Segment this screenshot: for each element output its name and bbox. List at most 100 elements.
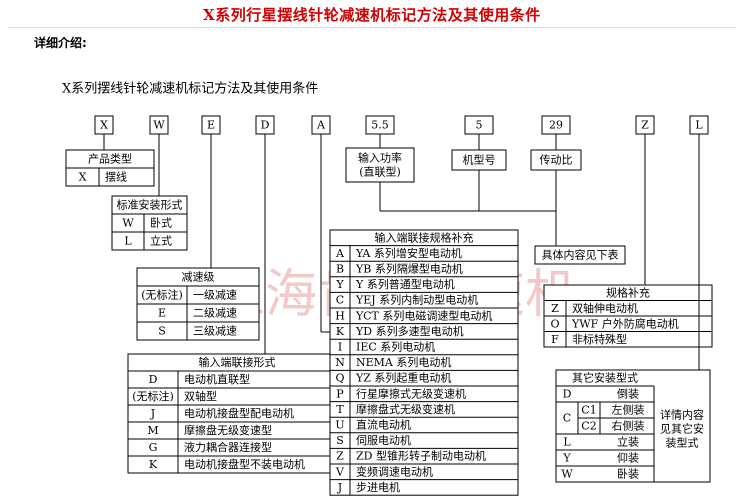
product-type-cell: X (79, 171, 87, 184)
install-form-cell: W (122, 217, 134, 230)
input-form-cell: 摩擦盘无级变速型 (184, 423, 272, 437)
input-spec-cell: T (336, 403, 344, 416)
input-spec-cell: YCT 系列电磁调速型电动机 (355, 308, 492, 322)
input-form-cell: D (149, 373, 158, 386)
code-letter-2: E (207, 119, 215, 132)
reduction-stage-header: 减速级 (182, 271, 215, 284)
ratio-label: 传动比 (540, 154, 573, 167)
input-spec-cell: 直流电动机 (356, 418, 411, 432)
reduction-stage-cell: 三级减速 (193, 325, 237, 338)
frame-label: 机型号 (463, 153, 496, 167)
input-spec-cell: NEMA 系列电动机 (356, 355, 451, 369)
see-table-label: 具体内容见下表 (542, 248, 619, 262)
input-spec-cell: YB 系列隔爆型电动机 (355, 262, 463, 276)
input-form-cell: 双轴型 (184, 389, 217, 403)
spec-supplement-cell: F (551, 333, 559, 346)
detail-label: 详细介绍: (34, 36, 87, 50)
input-spec-cell: Y 系列普通型电动机 (355, 277, 455, 291)
input-spec-cell: YA 系列增安型电动机 (355, 246, 462, 260)
reduction-stage-cell: S (158, 325, 166, 338)
install-form-header: 标准安装形式 (117, 198, 183, 212)
input-form-header: 输入端联接形式 (199, 355, 276, 369)
reduction-stage-cell: (无标注) (141, 288, 183, 302)
product-type-cell: 摆线 (105, 170, 127, 184)
input-spec-cell: 伺服电动机 (356, 433, 411, 447)
product-type-header: 产品类型 (88, 152, 132, 166)
input-form-cell: G (149, 441, 158, 454)
other-install-desc: 仰装 (617, 451, 639, 465)
input-spec-cell: 摩擦盘式无级变速机 (356, 402, 455, 416)
other-install-code: C (563, 412, 571, 425)
other-install-note: 装型式 (666, 435, 699, 449)
other-install-header: 其它安装型式 (572, 371, 638, 385)
install-form-cell: 卧式 (150, 217, 172, 230)
power-label-sub: (直联型) (359, 165, 401, 179)
other-install-desc: 立装 (617, 435, 639, 449)
input-form-cell: 电动机接盘型不装电动机 (184, 457, 305, 471)
install-form-table (111, 195, 188, 251)
other-install-code: L (563, 436, 571, 449)
input-form-cell: 电动机直联型 (184, 372, 250, 386)
input-spec-cell: P (336, 387, 344, 400)
reduction-stage-cell: 一级减速 (193, 289, 237, 302)
other-install-subcode: C1 (581, 404, 596, 417)
input-spec-table (329, 229, 519, 496)
input-spec-cell: N (335, 356, 345, 369)
code-letter-4: A (316, 119, 326, 132)
other-install-table (555, 369, 711, 483)
install-form-cell: 立式 (150, 234, 172, 248)
code-letter-0: X (100, 119, 108, 132)
other-install-desc: 卧装 (617, 468, 639, 481)
reduction-stage-cell: 二级减速 (193, 307, 237, 320)
input-spec-cell: C (336, 294, 344, 307)
input-form-cell: 电动机接盘型配电动机 (184, 406, 294, 420)
input-spec-cell: 变频调速电动机 (356, 464, 433, 478)
other-install-note: 详情内容 (660, 407, 704, 421)
input-spec-header: 输入端联接规格补充 (375, 230, 474, 244)
code-letter-8: Z (641, 119, 649, 132)
input-form-table (127, 353, 347, 474)
other-install-code: Y (562, 452, 571, 465)
other-install-code: W (561, 468, 573, 481)
code-letter-3: D (261, 119, 270, 132)
input-spec-cell: YZ 系列起重电动机 (355, 371, 451, 385)
input-spec-cell: V (335, 465, 345, 478)
input-spec-cell: J (337, 481, 342, 494)
input-spec-cell: K (336, 325, 345, 338)
input-spec-cell: A (335, 247, 345, 260)
input-form-cell: K (149, 458, 158, 471)
see-table-box (534, 245, 626, 265)
input-spec-cell: S (336, 434, 344, 447)
diagram-caption: X系列摆线针轮减速机标记方法及其使用条件 (62, 81, 318, 97)
install-form-cell: L (124, 235, 132, 248)
code-letter-7: 29 (549, 119, 563, 132)
code-letter-5: 5.5 (371, 119, 389, 132)
other-install-desc: 倒装 (617, 388, 639, 401)
input-spec-cell: B (336, 263, 344, 276)
input-form-cell: M (147, 424, 158, 437)
spec-supplement-cell: 非标特殊型 (572, 332, 627, 346)
code-letter-1: W (153, 119, 165, 132)
code-letter-9: L (695, 119, 703, 132)
spec-supplement-cell: YWF 户外防腐电动机 (571, 316, 679, 330)
title-divider (8, 27, 736, 28)
input-spec-cell: Y (335, 278, 344, 291)
input-spec-cell: YEJ 系列内制动型电动机 (355, 293, 478, 307)
other-install-desc: 左侧装 (612, 404, 645, 417)
input-form-cell: (无标注) (132, 389, 174, 403)
power-box (345, 147, 415, 183)
input-spec-cell: IEC 系列电动机 (356, 340, 435, 354)
input-spec-cell: U (335, 419, 344, 432)
input-spec-cell: YD 系列多速型电动机 (355, 324, 464, 338)
input-spec-cell: I (338, 341, 342, 354)
page-title: X系列行星摆线针轮减速机标记方法及其使用条件 (203, 6, 541, 24)
spec-supplement-header: 规格补充 (606, 285, 650, 299)
other-install-note: 见其它安 (660, 421, 704, 435)
input-spec-cell: H (335, 309, 345, 322)
other-install-subcode: C2 (581, 420, 596, 433)
power-label: 输入功率 (358, 151, 402, 165)
code-letter-6: 5 (476, 119, 483, 132)
input-spec-cell: Z (336, 450, 344, 463)
spec-supplement-cell: 双轴伸电动机 (572, 301, 638, 315)
